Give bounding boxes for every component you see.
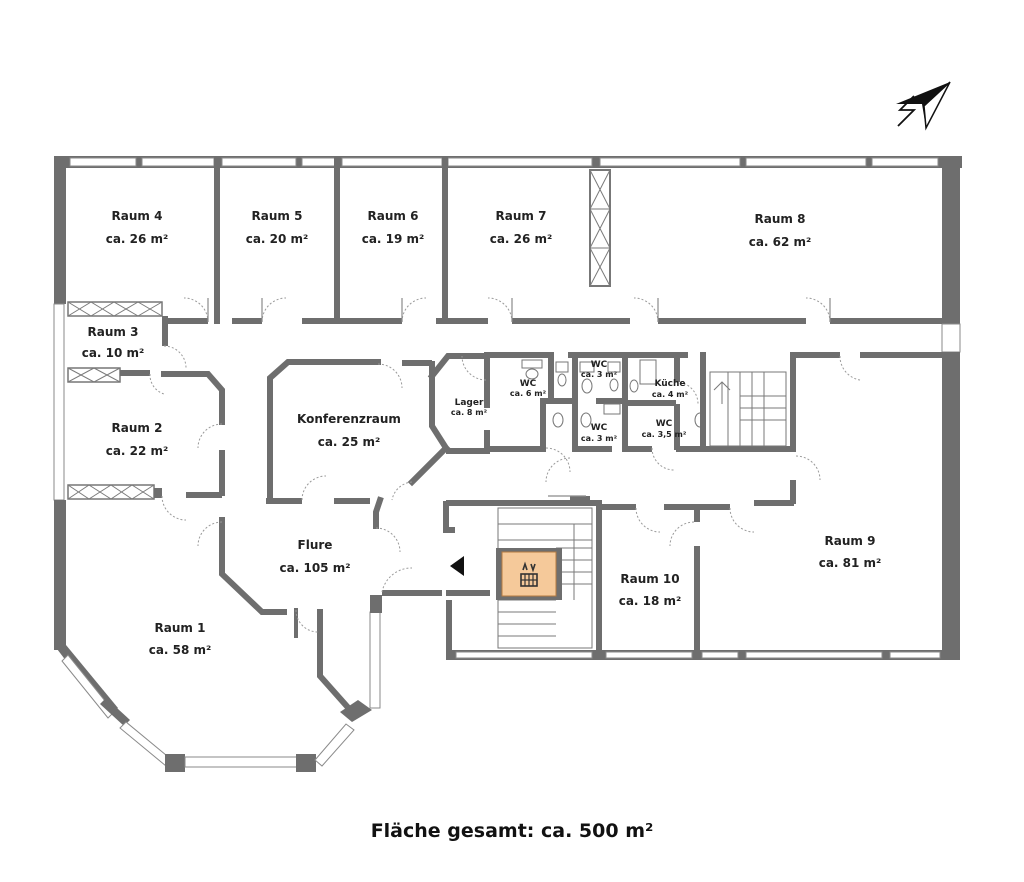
room-name: Flure	[298, 538, 333, 552]
left-partitions	[67, 301, 357, 717]
room-labels: Raum 4 ca. 26 m² Raum 5 ca. 20 m² Raum 6…	[82, 209, 882, 657]
room-name: Raum 10	[620, 572, 679, 586]
room-area: ca. 58 m²	[149, 643, 212, 657]
room-name: Raum 2	[112, 421, 163, 435]
room-name: Konferenzraum	[297, 412, 401, 426]
doors	[149, 297, 861, 633]
room-area: ca. 3 m²	[581, 434, 618, 443]
room-name: Raum 3	[88, 325, 139, 339]
room-area: ca. 3,5 m²	[642, 430, 687, 439]
room-area: ca. 4 m²	[652, 390, 689, 399]
top-partitions	[164, 156, 942, 324]
room-name: Küche	[654, 379, 685, 389]
room-area: ca. 10 m²	[82, 346, 145, 360]
elevator-icon	[520, 561, 538, 587]
staircase-main	[496, 507, 593, 649]
room-area: ca. 26 m²	[490, 232, 553, 246]
north-arrow-icon	[896, 81, 951, 131]
room-name: WC	[520, 379, 537, 389]
room-area: ca. 22 m²	[106, 444, 169, 458]
room-name: Raum 5	[252, 209, 303, 223]
room-name: WC	[591, 423, 608, 433]
room-area: ca. 8 m²	[451, 408, 488, 417]
conference-partitions	[266, 352, 490, 529]
room-name: Lager	[455, 398, 484, 408]
staircase-upper	[700, 352, 944, 452]
room-name: Raum 9	[825, 534, 876, 548]
room-area: ca. 62 m²	[749, 235, 812, 249]
lower-middle-partitions	[382, 480, 960, 660]
room-area: ca. 6 m²	[510, 389, 547, 398]
room-area: ca. 19 m²	[362, 232, 425, 246]
room-name: Raum 1	[155, 621, 206, 635]
room-area: ca. 18 m²	[619, 594, 682, 608]
room-area: ca. 105 m²	[280, 561, 351, 575]
room-name: Raum 8	[755, 212, 806, 226]
entrance-arrow-icon	[450, 556, 464, 576]
room-area: ca. 26 m²	[106, 232, 169, 246]
room-area: ca. 25 m²	[318, 435, 381, 449]
room-name: Raum 4	[112, 209, 163, 223]
outer-walls	[53, 156, 962, 772]
room-area: ca. 3 m²	[581, 370, 618, 379]
room-name: WC	[656, 419, 673, 429]
room-area: ca. 81 m²	[819, 556, 882, 570]
total-area-caption: Fläche gesamt: ca. 500 m²	[370, 820, 654, 842]
room-name: Raum 7	[496, 209, 547, 223]
room-name: WC	[591, 360, 608, 370]
wc-block-partitions	[486, 352, 796, 452]
room-name: Raum 6	[368, 209, 419, 223]
room-area: ca. 20 m²	[246, 232, 309, 246]
